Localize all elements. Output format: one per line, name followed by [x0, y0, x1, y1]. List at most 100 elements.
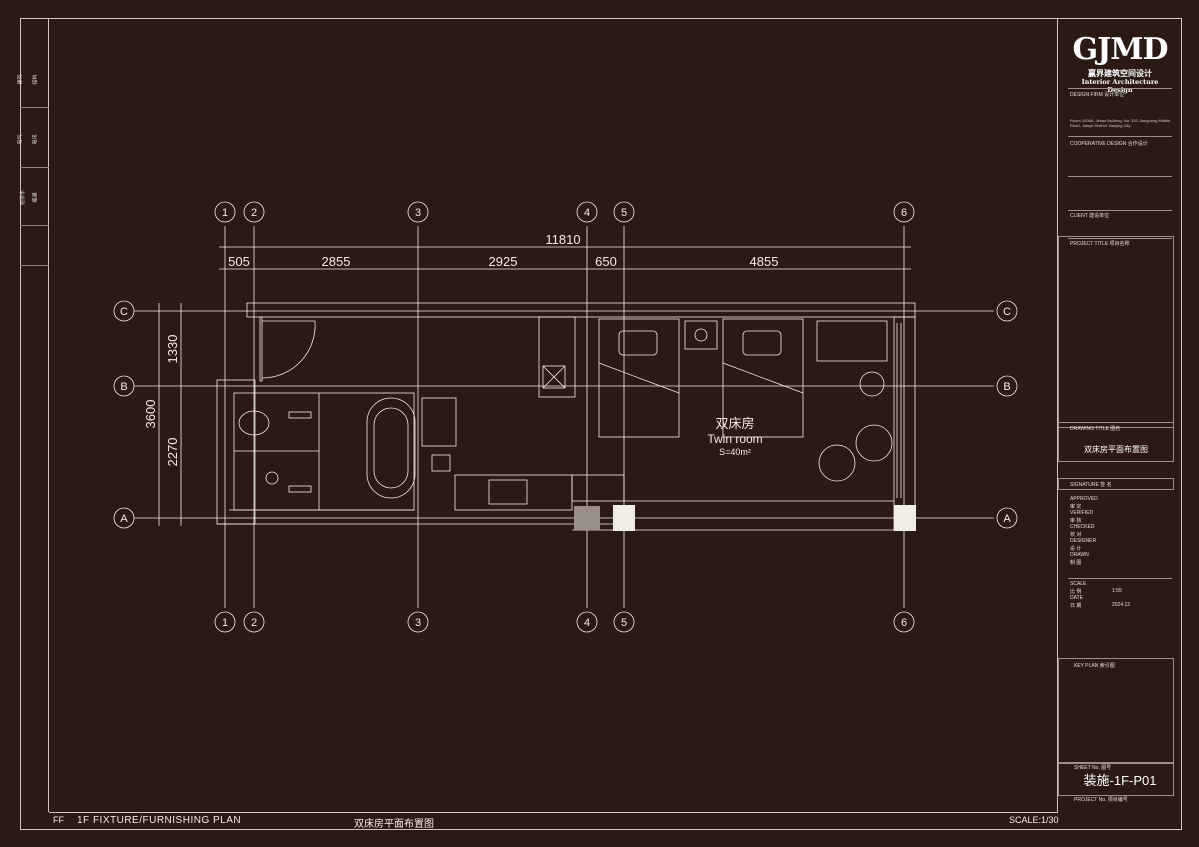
scale-label: SCALE:1/30 — [1009, 815, 1059, 825]
grid-bubble — [407, 611, 429, 633]
grid-label: 3 — [415, 617, 421, 629]
drawing-frame — [20, 18, 1182, 830]
dimension: 2855 — [322, 254, 351, 269]
round-table — [818, 444, 856, 482]
dimensions: 11810 505 2855 2925 650 4855 3600 1330 2… — [143, 232, 778, 466]
room-name-en: Twin room — [707, 432, 762, 446]
discipline-cell — [20, 226, 49, 266]
floor-plan: 1 2 3 4 5 6 1 2 3 4 5 6 C B A C B A 1181… — [113, 201, 1018, 633]
grid-bubble — [613, 201, 635, 223]
drawing-title: 双床房平面布置图 — [1084, 445, 1148, 454]
grid-bubble — [893, 611, 915, 633]
wall-entry — [259, 316, 263, 382]
armchair — [855, 424, 893, 462]
grid-label: 2 — [251, 207, 257, 219]
drawing-title-box — [1058, 422, 1174, 462]
grid-label: C — [1003, 306, 1011, 318]
drawing-title-en: 1F FIXTURE/FURNISHING PLAN — [77, 815, 242, 826]
grid-bubble — [996, 375, 1018, 397]
logo-cn: 赢界建筑空间设计 — [1088, 69, 1152, 78]
dimension: 4855 — [750, 254, 779, 269]
bathtub-inner — [373, 407, 409, 489]
grid-label: 6 — [901, 207, 907, 219]
grid-bubble — [407, 201, 429, 223]
dimension: 1330 — [165, 335, 180, 364]
grid-bubble — [214, 611, 236, 633]
grid-bubble — [613, 611, 635, 633]
grid-bubble — [243, 201, 265, 223]
signature-label: SIGNATURE 签 名 — [1070, 482, 1112, 488]
discipline-cell: 建筑 结构 — [17, 48, 49, 108]
scale-value: 1:55 — [1112, 588, 1122, 594]
date-field-cn: 日 期 — [1070, 603, 1082, 609]
bed-left — [598, 318, 680, 438]
cooperative-label: COOPERATIVE DESIGN 合作设计 — [1070, 141, 1148, 147]
dimension: 505 — [228, 254, 250, 269]
wall-top — [246, 302, 916, 318]
grid-label: A — [1003, 513, 1011, 525]
side-table — [859, 371, 885, 397]
lamp — [694, 328, 708, 342]
verified-label: VERIFIED — [1070, 510, 1094, 516]
towel-bar — [288, 485, 312, 493]
firm-address: Room 1008A, Jintao Building, No. 333 Jia… — [1070, 118, 1171, 128]
logo: GJMD — [1072, 32, 1168, 67]
client-label: CLIENT 建设单位 — [1070, 213, 1110, 219]
grid-bubble — [576, 611, 598, 633]
designer-cn: 设 计 — [1070, 546, 1082, 552]
sheet-no: 装施-1F-P01 — [1083, 773, 1157, 788]
dimension-total: 11810 — [545, 232, 580, 247]
grid-bubble — [996, 507, 1018, 529]
grid-bubble — [113, 375, 135, 397]
grid-label: B — [1003, 381, 1010, 393]
column-solid — [894, 505, 916, 531]
dimension-total: 3600 — [143, 400, 158, 429]
drawing-area: 1 2 3 4 5 6 1 2 3 4 5 6 C B A C B A 1181… — [49, 18, 1058, 812]
room-area: S=40m² — [719, 447, 751, 457]
discipline-label: 给排水 — [20, 189, 27, 206]
grid-label: 6 — [901, 617, 907, 629]
drawn-label: DRAWN — [1070, 552, 1089, 558]
grid-label: 4 — [584, 617, 590, 629]
signature-box — [1058, 478, 1174, 490]
grid-label: 1 — [222, 617, 228, 629]
shower-drain — [265, 471, 279, 485]
verified-cn: 审 核 — [1070, 518, 1082, 524]
project-title-box — [1058, 236, 1174, 428]
desk — [571, 474, 625, 502]
dimension: 2925 — [489, 254, 518, 269]
column-solid — [613, 505, 635, 531]
discipline-label: 电气 — [17, 134, 24, 145]
column-hatch — [574, 506, 600, 530]
scale-field-label: SCALE — [1070, 581, 1087, 587]
title-block: GJMD 赢界建筑空间设计 Interior Architecture Desi… — [1058, 18, 1182, 830]
approved-label: APPROVED — [1070, 496, 1098, 502]
grid-label: C — [120, 306, 128, 318]
checked-cn: 校 对 — [1070, 532, 1082, 538]
column — [538, 316, 576, 398]
discipline-label: 电讯 — [32, 134, 39, 145]
toilet — [238, 410, 270, 436]
room-label: 双床房 Twin room S=40m² — [707, 416, 762, 457]
discipline-label: 暖通 — [32, 192, 39, 203]
wall-bathroom-left — [216, 379, 256, 525]
project-no-label: PROJECT No. 项目编号 — [1074, 797, 1128, 803]
grid-label: 3 — [415, 207, 421, 219]
bathtub — [366, 397, 416, 499]
discipline-label: 建筑 — [17, 74, 24, 85]
grid-label: A — [120, 513, 128, 525]
discipline-cell: 给排水 暖通 — [20, 168, 49, 226]
grid-label: 4 — [584, 207, 590, 219]
discipline-label: 结构 — [32, 74, 39, 85]
logo-en: Interior Architecture Design — [1081, 78, 1159, 94]
grid-bubble — [113, 507, 135, 529]
date-value: 2024.12 — [1112, 602, 1131, 608]
grid-bubble — [576, 201, 598, 223]
bathroom — [233, 392, 415, 511]
mini-bar — [542, 365, 566, 389]
bed-right — [722, 318, 804, 438]
pillow — [742, 330, 782, 356]
ff-label: FF — [53, 815, 64, 825]
pillow — [618, 330, 658, 356]
nightstand — [684, 320, 718, 350]
